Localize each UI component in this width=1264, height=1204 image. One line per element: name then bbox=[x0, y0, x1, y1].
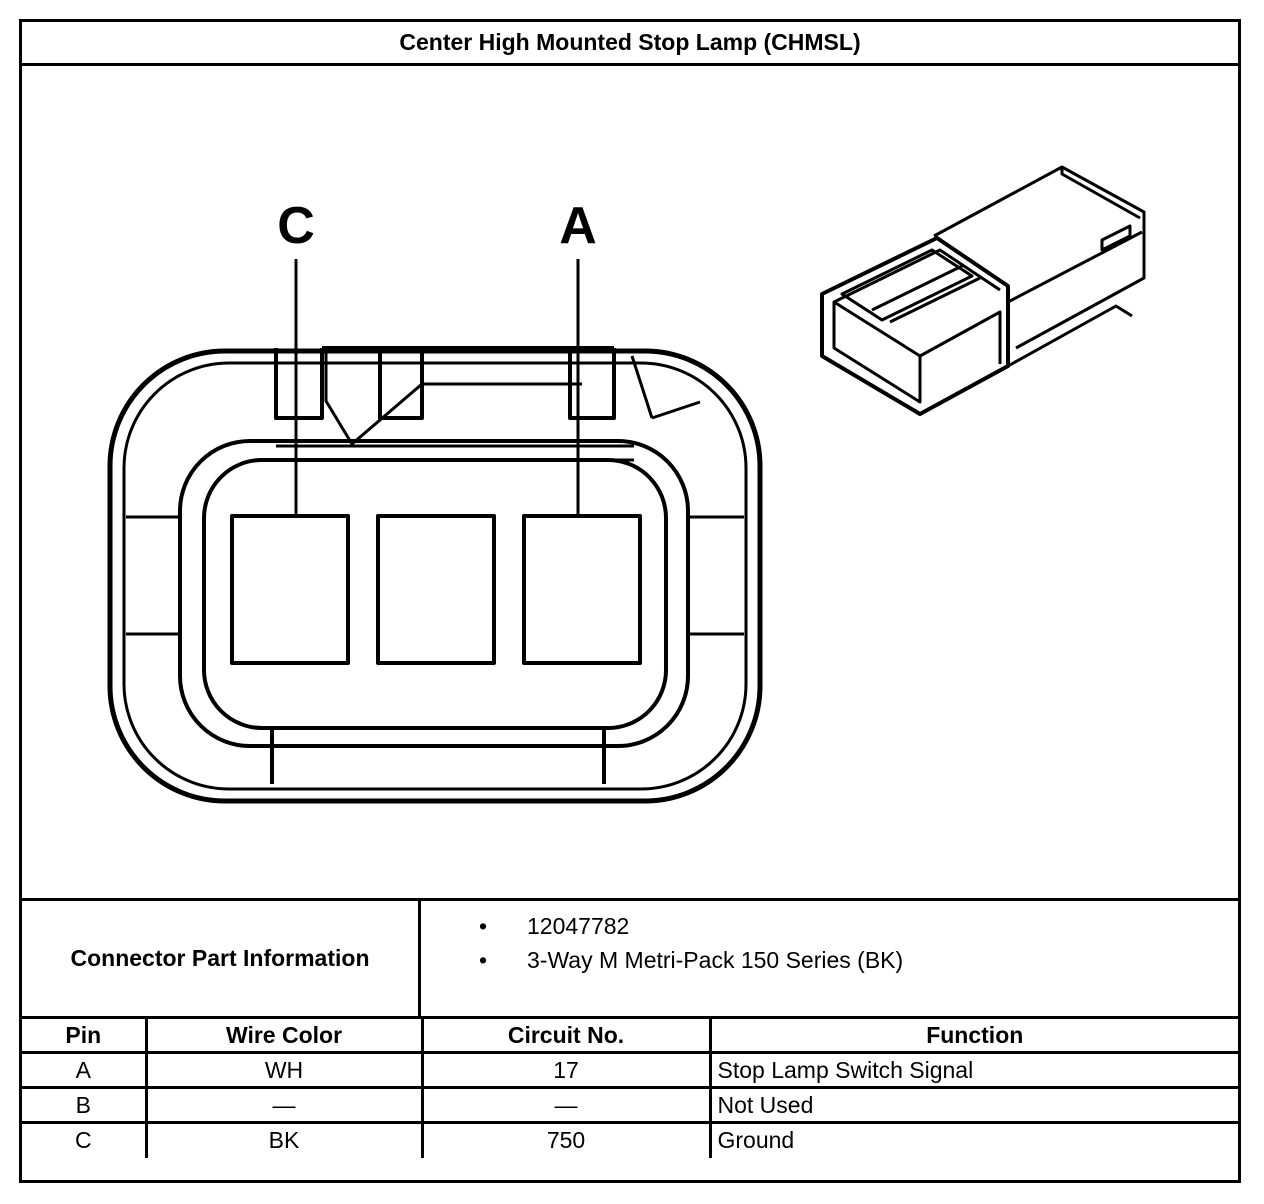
pin-cell: C bbox=[22, 1121, 148, 1158]
pin-cell: A bbox=[22, 1051, 148, 1089]
table-row: B — — Not Used bbox=[22, 1086, 1238, 1124]
connector-part-info: Connector Part Information 12047782 3-Wa… bbox=[22, 898, 1238, 1016]
top-key-rail bbox=[276, 444, 634, 462]
top-key bbox=[274, 346, 616, 420]
connector-series: 3-Way M Metri-Pack 150 Series (BK) bbox=[421, 943, 1238, 977]
right-latch bbox=[688, 515, 744, 636]
connector-outer-shell bbox=[107, 348, 763, 804]
table-row: A WH 17 Stop Lamp Switch Signal bbox=[22, 1051, 1238, 1089]
page-title: Center High Mounted Stop Lamp (CHMSL) bbox=[22, 22, 1238, 66]
wire-color-header: Wire Color bbox=[144, 1016, 424, 1054]
top-key-guide bbox=[324, 351, 701, 446]
function-header: Function bbox=[708, 1016, 1238, 1054]
connector-diagram-frame: Center High Mounted Stop Lamp (CHMSL) bbox=[19, 19, 1241, 1183]
connector-outer-shell-inner bbox=[122, 361, 748, 791]
function-cell: Stop Lamp Switch Signal bbox=[708, 1051, 1238, 1089]
circuit-number-cell: 750 bbox=[420, 1121, 712, 1158]
bottom-lock bbox=[270, 728, 606, 784]
function-cell: Not Used bbox=[708, 1086, 1238, 1124]
pin-b-cavity bbox=[376, 514, 496, 665]
pin-a-label: A bbox=[559, 197, 597, 255]
pin-a-cavity bbox=[522, 514, 642, 665]
connector-cavity bbox=[202, 458, 668, 730]
pin-c-label: C bbox=[277, 197, 315, 255]
connector-face-drawing: C A bbox=[107, 165, 1146, 804]
pin-c-cavity bbox=[230, 514, 350, 665]
pin-table: Pin Wire Color Circuit No. Function A WH… bbox=[22, 1016, 1238, 1158]
function-cell: Ground bbox=[708, 1121, 1238, 1158]
wire-color-cell: BK bbox=[144, 1121, 424, 1158]
connector-isometric-icon bbox=[820, 165, 1146, 416]
circuit-number-cell: 17 bbox=[420, 1051, 712, 1089]
wire-color-cell: WH bbox=[144, 1051, 424, 1089]
left-latch bbox=[126, 515, 180, 636]
connector-body-ring bbox=[178, 439, 690, 748]
connector-part-info-list: 12047782 3-Way M Metri-Pack 150 Series (… bbox=[421, 901, 1238, 1024]
pin-table-header: Pin Wire Color Circuit No. Function bbox=[22, 1016, 1238, 1054]
wire-color-cell: — bbox=[144, 1086, 424, 1124]
pin-header: Pin bbox=[22, 1016, 148, 1054]
connector-part-info-label: Connector Part Information bbox=[22, 901, 421, 1016]
circuit-number-header: Circuit No. bbox=[420, 1016, 712, 1054]
circuit-number-cell: — bbox=[420, 1086, 712, 1124]
pin-cell: B bbox=[22, 1086, 148, 1124]
part-number: 12047782 bbox=[421, 909, 1238, 943]
table-row: C BK 750 Ground bbox=[22, 1121, 1238, 1158]
connector-figure: C A bbox=[22, 66, 1238, 898]
